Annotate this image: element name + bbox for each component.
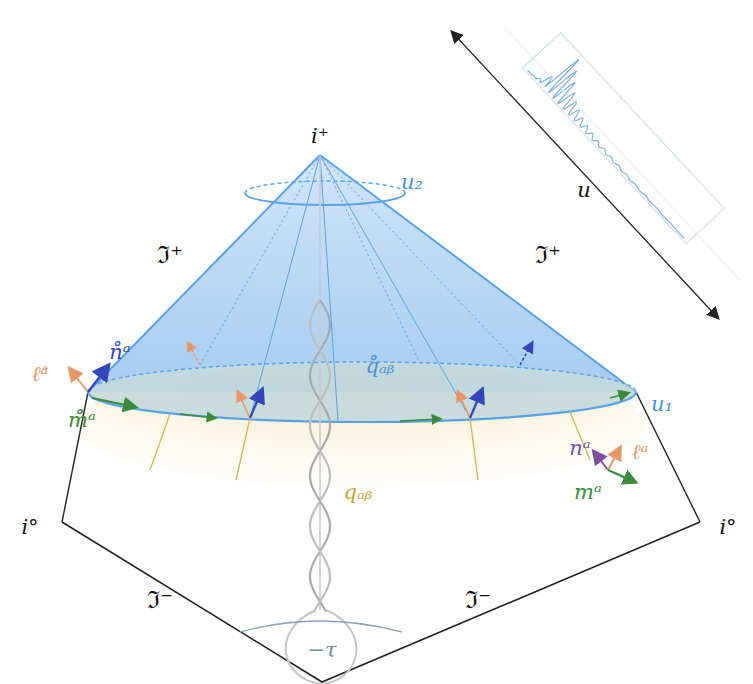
point-label: i°: [719, 517, 736, 538]
vector-label: nᵃ: [569, 438, 590, 459]
axis-label: u: [577, 180, 591, 201]
point-label: i°: [21, 517, 38, 538]
time-label: −τ: [307, 640, 336, 661]
vector-label: m̊ᵃ: [68, 410, 96, 431]
vector-label: ℓ̊ᵃ: [32, 364, 49, 385]
cut-label: u₂: [401, 172, 423, 193]
scri-label: ℑ⁺: [157, 243, 183, 267]
scri-label: ℑ⁻: [465, 588, 491, 612]
vector-label: n̊ᵃ: [109, 342, 130, 363]
metric-label: q̊ₐᵦ: [366, 356, 395, 377]
scri-label: ℑ⁺: [535, 243, 561, 267]
metric-label: qₐᵦ: [344, 482, 373, 503]
vector-label: mᵃ: [574, 482, 602, 503]
cut-label: u₁: [651, 394, 673, 415]
scri-label: ℑ⁻: [147, 588, 173, 612]
point-label: i⁺: [311, 126, 329, 147]
vector-label: ℓᵃ: [632, 442, 649, 463]
